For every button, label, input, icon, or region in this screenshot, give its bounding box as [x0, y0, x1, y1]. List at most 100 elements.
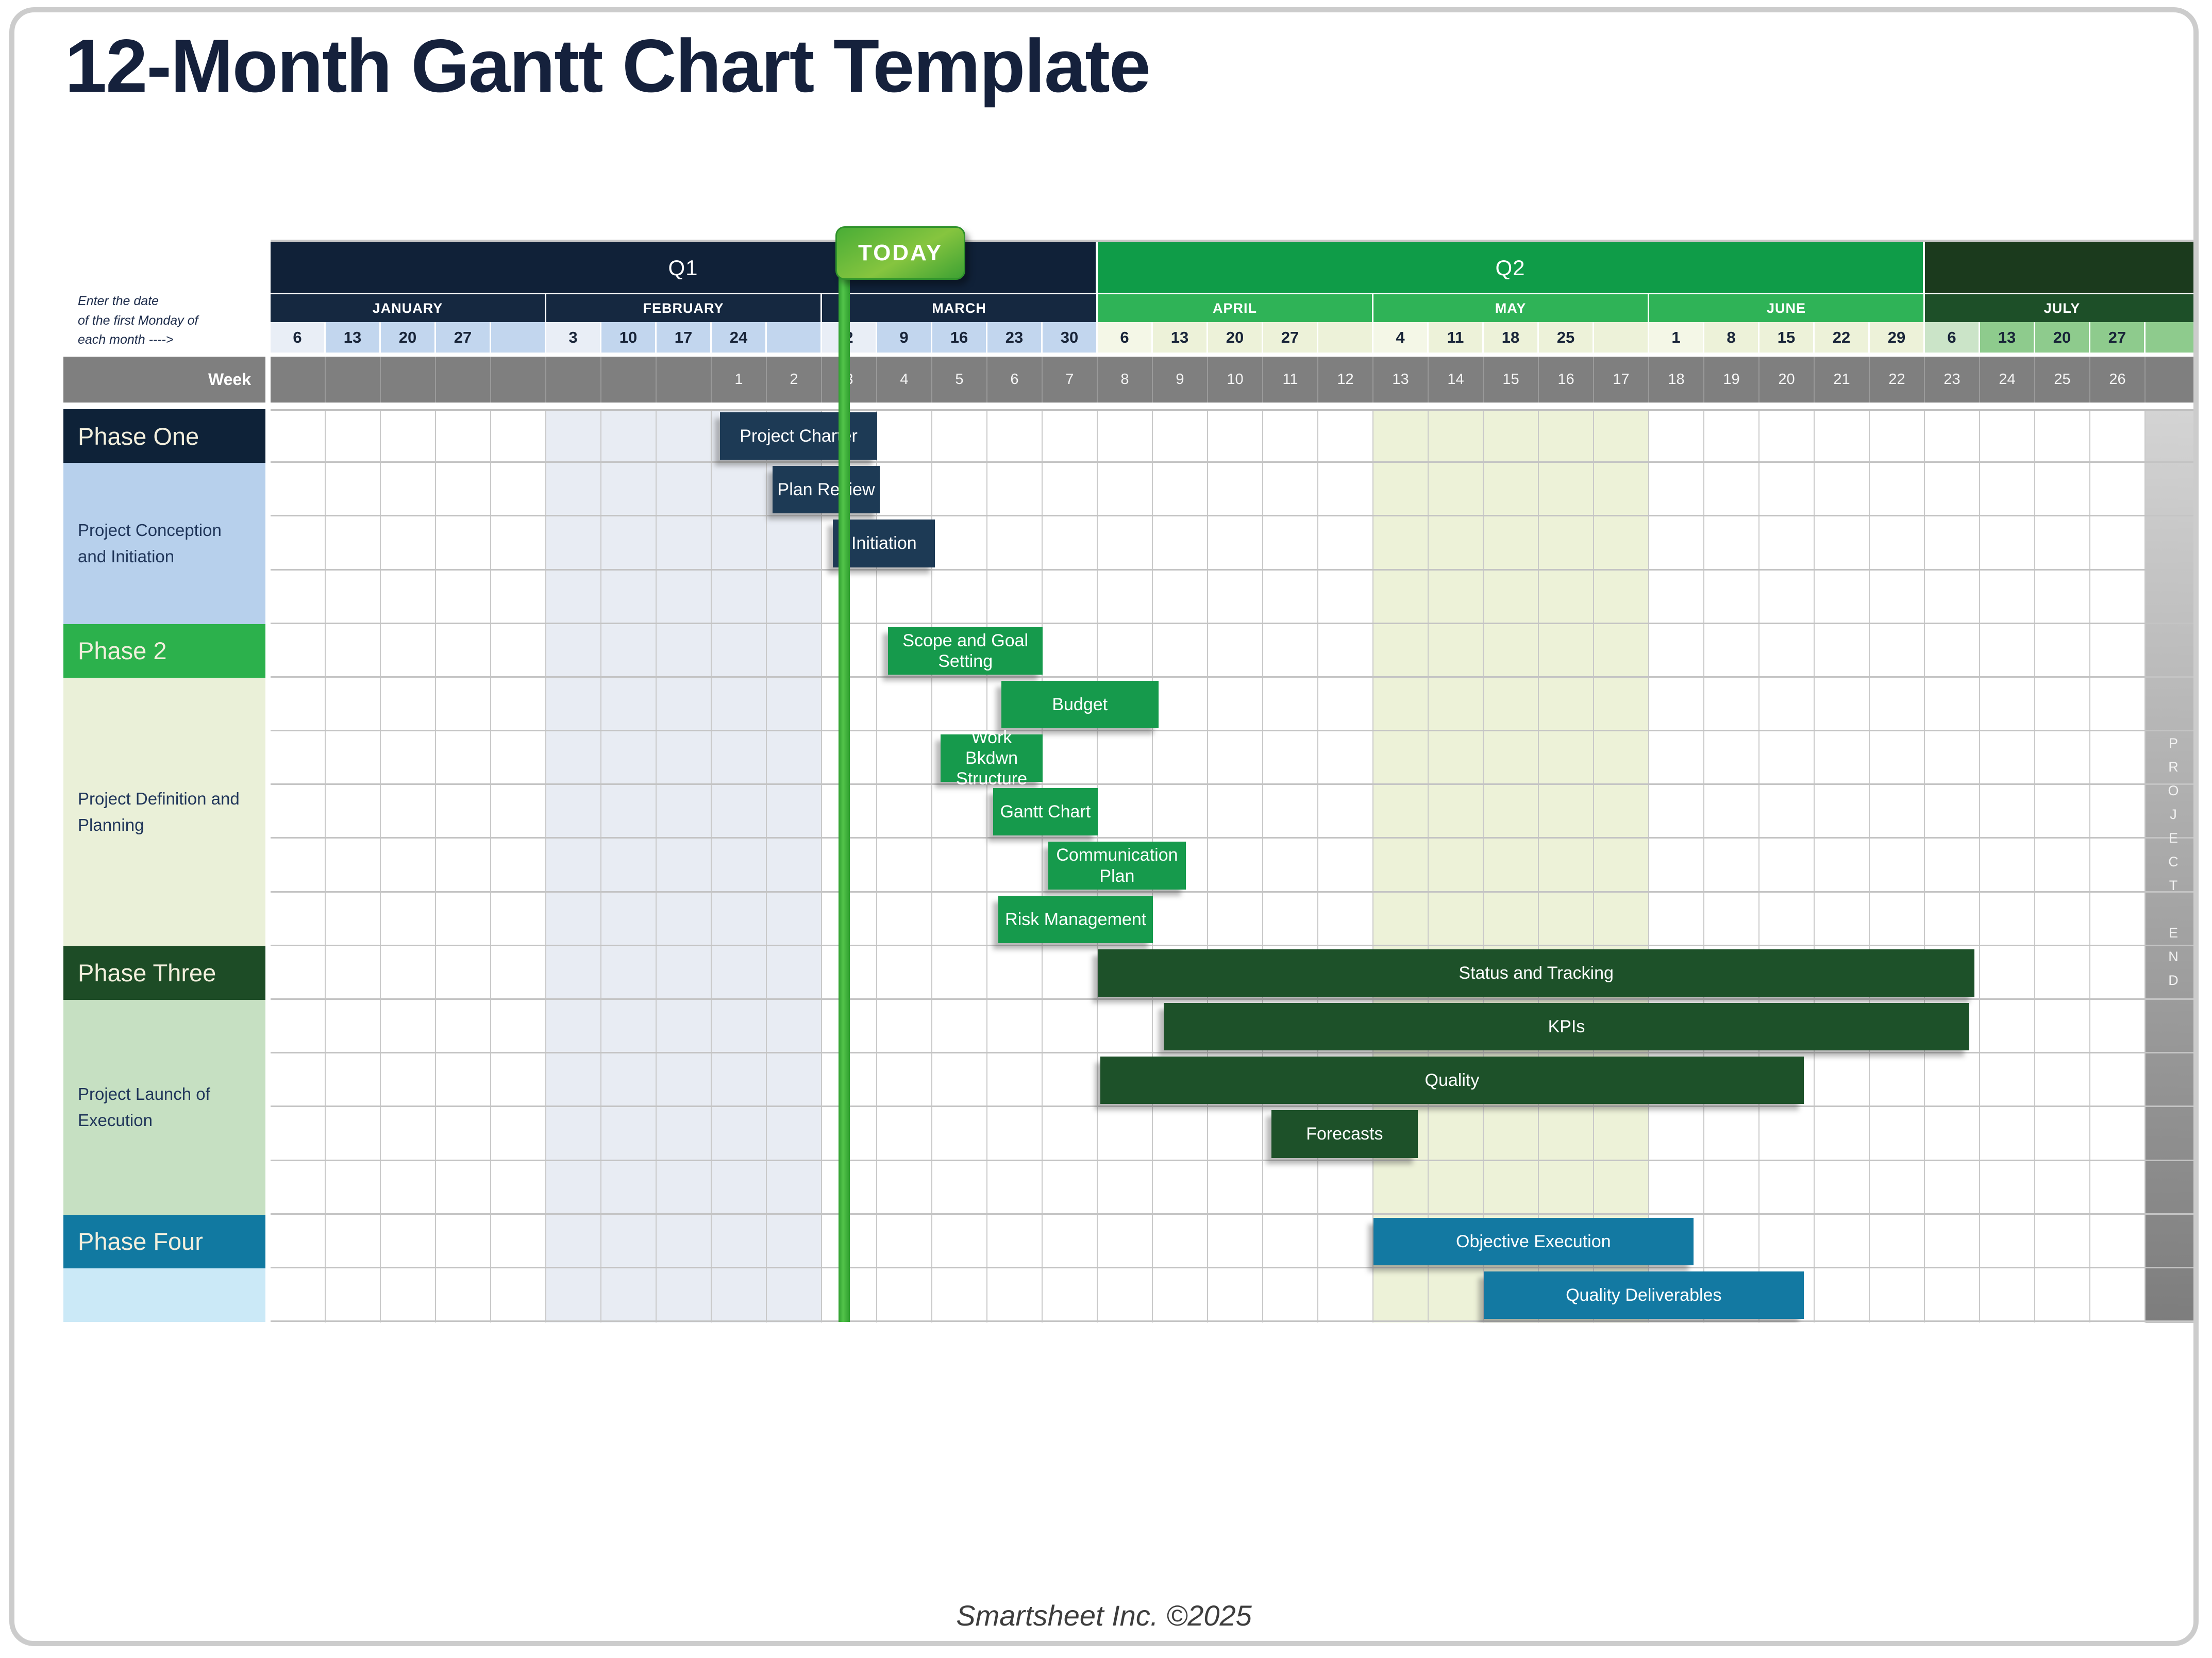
month-cell[interactable]: JANUARY: [271, 293, 546, 322]
task-bar[interactable]: Work Bkdwn Structure: [941, 728, 1043, 789]
date-cell[interactable]: 25: [1539, 322, 1594, 353]
phase-header[interactable]: Phase Four: [63, 1214, 265, 1268]
date-cell[interactable]: 10: [601, 322, 657, 353]
date-cell[interactable]: [767, 322, 822, 353]
week-cell[interactable]: 5: [932, 357, 987, 403]
date-cell[interactable]: 22: [1815, 322, 1870, 353]
week-cell[interactable]: 10: [1208, 357, 1263, 403]
date-cell[interactable]: 18: [1484, 322, 1539, 353]
week-cell[interactable]: 9: [1153, 357, 1208, 403]
task-bar[interactable]: Quality Deliverables: [1484, 1271, 1804, 1319]
date-cell[interactable]: [2146, 322, 2193, 353]
date-cell[interactable]: 30: [1043, 322, 1098, 353]
week-cell[interactable]: 12: [1318, 357, 1373, 403]
phase-header[interactable]: Phase One: [63, 409, 265, 463]
month-cell[interactable]: MARCH: [822, 293, 1098, 322]
week-cell[interactable]: 19: [1704, 357, 1759, 403]
date-cell[interactable]: 13: [1980, 322, 2035, 353]
month-cell[interactable]: JUNE: [1649, 293, 1925, 322]
week-cell[interactable]: 21: [1815, 357, 1870, 403]
date-cell[interactable]: 20: [1208, 322, 1263, 353]
week-cell[interactable]: [271, 357, 326, 403]
task-bar[interactable]: Status and Tracking: [1098, 949, 1975, 997]
quarter-band[interactable]: Q1: [271, 242, 1098, 293]
date-cell[interactable]: 4: [1373, 322, 1429, 353]
week-cell[interactable]: 6: [987, 357, 1043, 403]
week-cell[interactable]: 11: [1263, 357, 1318, 403]
week-cell[interactable]: 7: [1043, 357, 1098, 403]
date-cell[interactable]: 15: [1759, 322, 1815, 353]
date-cell[interactable]: [1318, 322, 1373, 353]
task-bar[interactable]: Objective Execution: [1373, 1217, 1694, 1265]
date-cell[interactable]: [1594, 322, 1649, 353]
week-cell[interactable]: [2146, 357, 2193, 403]
week-cell[interactable]: 1: [712, 357, 767, 403]
date-cell[interactable]: 6: [1098, 322, 1153, 353]
week-cell[interactable]: 20: [1759, 357, 1815, 403]
date-cell[interactable]: 6: [1925, 322, 1980, 353]
date-cell[interactable]: 13: [326, 322, 381, 353]
task-bar[interactable]: Budget: [1001, 680, 1159, 729]
quarter-band[interactable]: [1925, 242, 2193, 293]
date-cell[interactable]: 17: [657, 322, 712, 353]
week-cell[interactable]: 4: [877, 357, 932, 403]
date-cell[interactable]: 16: [932, 322, 987, 353]
phase-description[interactable]: Project Definition and Planning: [63, 677, 265, 946]
task-bar[interactable]: Forecasts: [1271, 1110, 1418, 1158]
task-bar[interactable]: KPIs: [1164, 1002, 1969, 1051]
today-badge[interactable]: TODAY: [835, 226, 966, 280]
week-cell[interactable]: 15: [1484, 357, 1539, 403]
task-bar[interactable]: Plan Review: [772, 466, 880, 514]
week-cell[interactable]: 17: [1594, 357, 1649, 403]
month-cell[interactable]: FEBRUARY: [546, 293, 822, 322]
task-bar[interactable]: Risk Management: [998, 895, 1153, 943]
phase-header[interactable]: Phase 2: [63, 624, 265, 678]
date-cell[interactable]: 27: [1263, 322, 1318, 353]
quarter-band[interactable]: Q2: [1098, 242, 1925, 293]
date-cell[interactable]: 24: [712, 322, 767, 353]
date-cell[interactable]: 27: [2090, 322, 2146, 353]
week-cell[interactable]: [491, 357, 546, 403]
date-cell[interactable]: 13: [1153, 322, 1208, 353]
month-cell[interactable]: APRIL: [1098, 293, 1373, 322]
task-bar[interactable]: Gantt Chart: [993, 788, 1098, 836]
week-cell[interactable]: 16: [1539, 357, 1594, 403]
date-cell[interactable]: 6: [271, 322, 326, 353]
week-cell[interactable]: 25: [2035, 357, 2090, 403]
task-bar[interactable]: Scope and Goal Setting: [888, 627, 1043, 675]
date-cell[interactable]: 9: [877, 322, 932, 353]
project-end-column[interactable]: PROJECT END: [2146, 409, 2193, 1322]
week-cell[interactable]: 2: [767, 357, 822, 403]
task-bar[interactable]: Initiation: [833, 520, 935, 567]
task-bar[interactable]: Project Charter: [720, 412, 877, 460]
task-bar[interactable]: Quality: [1100, 1057, 1804, 1104]
phase-description[interactable]: Project Launch of Execution: [63, 999, 265, 1215]
week-cell[interactable]: [436, 357, 491, 403]
phase-description[interactable]: Project Conception and Initiation: [63, 463, 265, 624]
date-cell[interactable]: 8: [1704, 322, 1759, 353]
date-cell[interactable]: 11: [1429, 322, 1484, 353]
date-cell[interactable]: [491, 322, 546, 353]
phase-header[interactable]: Phase Three: [63, 946, 265, 1000]
phase-description[interactable]: [63, 1268, 265, 1322]
date-cell[interactable]: 20: [381, 322, 436, 353]
week-cell[interactable]: [546, 357, 601, 403]
date-cell[interactable]: 27: [436, 322, 491, 353]
week-cell[interactable]: 18: [1649, 357, 1704, 403]
date-cell[interactable]: 3: [546, 322, 601, 353]
week-cell[interactable]: 14: [1429, 357, 1484, 403]
date-cell[interactable]: 29: [1870, 322, 1925, 353]
date-cell[interactable]: 20: [2035, 322, 2090, 353]
week-cell[interactable]: 26: [2090, 357, 2146, 403]
week-cell[interactable]: [657, 357, 712, 403]
task-bar[interactable]: Communication Plan: [1048, 842, 1186, 890]
week-cell[interactable]: 8: [1098, 357, 1153, 403]
week-cell[interactable]: [601, 357, 657, 403]
week-cell[interactable]: 22: [1870, 357, 1925, 403]
week-cell[interactable]: [381, 357, 436, 403]
week-cell[interactable]: [326, 357, 381, 403]
week-cell[interactable]: 24: [1980, 357, 2035, 403]
week-cell[interactable]: 23: [1925, 357, 1980, 403]
month-cell[interactable]: JULY: [1925, 293, 2193, 322]
month-cell[interactable]: MAY: [1373, 293, 1649, 322]
